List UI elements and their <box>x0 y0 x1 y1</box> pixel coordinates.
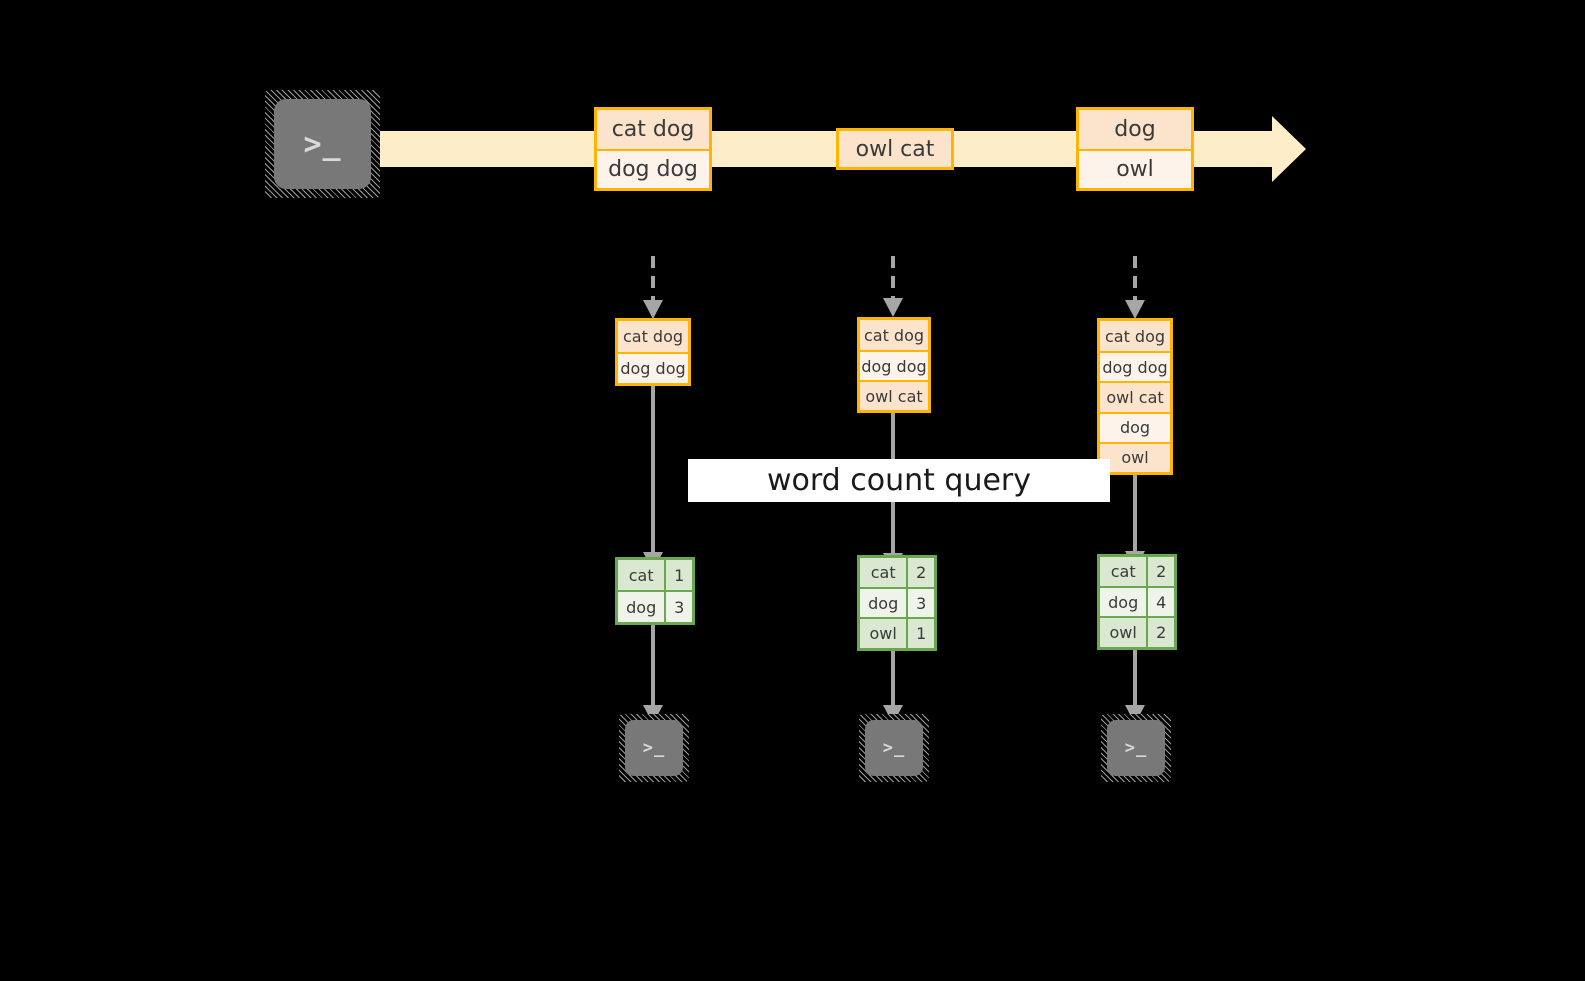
table-row: dog 4 <box>1100 585 1174 617</box>
record-line: cat dog <box>597 110 709 149</box>
stream-arrowhead-icon <box>1272 116 1306 182</box>
word-cell: dog <box>618 592 665 622</box>
word-cell: cat <box>1100 557 1147 586</box>
sink-terminal-3: >_ <box>1101 714 1171 782</box>
word-cell: dog <box>1100 587 1147 617</box>
record-line: dog <box>1079 110 1191 149</box>
record-line: owl <box>1100 441 1170 472</box>
result-table-2: cat 2 dog 3 owl 1 <box>857 555 937 651</box>
record-line: owl cat <box>839 131 951 167</box>
table-row: dog 3 <box>860 586 934 618</box>
table-row: cat 1 <box>618 560 692 590</box>
stream-batch-2: owl cat <box>836 128 954 170</box>
dashed-shaft <box>891 256 895 302</box>
accumulated-stack-1: cat dog dog dog <box>615 318 691 386</box>
arrowhead-icon <box>643 300 663 319</box>
terminal-body <box>625 720 683 776</box>
dashed-shaft <box>1133 256 1137 304</box>
record-line: dog <box>1100 411 1170 442</box>
query-banner: word count query <box>688 459 1110 502</box>
word-cell: cat <box>860 558 907 587</box>
solid-shaft <box>1133 475 1137 561</box>
terminal-prompt-glyph: >_ <box>303 126 342 162</box>
stream-batch-1: cat dog dog dog <box>594 107 712 191</box>
count-cell: 3 <box>906 588 934 618</box>
table-row: cat 2 <box>1100 557 1174 586</box>
count-cell: 2 <box>1146 618 1174 647</box>
table-row: owl 1 <box>860 617 934 648</box>
result-table-3: cat 2 dog 4 owl 2 <box>1097 554 1177 650</box>
solid-shaft <box>651 386 655 562</box>
sink-terminal-1: >_ <box>619 714 689 782</box>
sink-terminal-2: >_ <box>859 714 929 782</box>
record-line: owl cat <box>860 380 928 410</box>
record-line: owl <box>1079 149 1191 188</box>
record-line: cat dog <box>860 320 928 350</box>
count-cell: 1 <box>906 619 934 648</box>
terminal-body <box>865 720 923 776</box>
count-cell: 1 <box>664 560 692 590</box>
count-cell: 2 <box>906 558 934 587</box>
word-cell: dog <box>860 588 907 618</box>
record-line: cat dog <box>618 321 688 352</box>
solid-shaft <box>891 651 895 715</box>
count-cell: 3 <box>664 592 692 622</box>
solid-shaft <box>651 625 655 715</box>
record-line: dog dog <box>860 350 928 380</box>
record-line: owl cat <box>1100 381 1170 412</box>
terminal-prompt-glyph: >_ <box>642 738 666 758</box>
record-line: cat dog <box>1100 321 1170 352</box>
terminal-prompt-glyph: >_ <box>1124 738 1148 758</box>
table-row: cat 2 <box>860 558 934 587</box>
table-row: dog 3 <box>618 590 692 622</box>
accumulated-stack-3: cat dog dog dog owl cat dog owl <box>1097 318 1173 475</box>
terminal-body <box>1107 720 1165 776</box>
arrowhead-icon <box>1125 300 1145 319</box>
stream-batch-3: dog owl <box>1076 107 1194 191</box>
table-row: owl 2 <box>1100 616 1174 647</box>
solid-shaft <box>1133 650 1137 715</box>
result-table-1: cat 1 dog 3 <box>615 557 695 625</box>
dashed-shaft <box>651 256 655 304</box>
arrowhead-icon <box>883 298 903 317</box>
count-cell: 2 <box>1146 557 1174 586</box>
word-cell: owl <box>1100 618 1147 647</box>
record-line: dog dog <box>597 149 709 188</box>
accumulated-stack-2: cat dog dog dog owl cat <box>857 317 931 413</box>
terminal-prompt-glyph: >_ <box>882 738 906 758</box>
word-cell: cat <box>618 560 665 590</box>
record-line: dog dog <box>618 352 688 383</box>
source-terminal-icon: >_ <box>265 90 380 198</box>
count-cell: 4 <box>1146 587 1174 617</box>
query-banner-label: word count query <box>766 463 1032 498</box>
word-cell: owl <box>860 619 907 648</box>
record-line: dog dog <box>1100 351 1170 382</box>
terminal-body <box>274 99 371 189</box>
